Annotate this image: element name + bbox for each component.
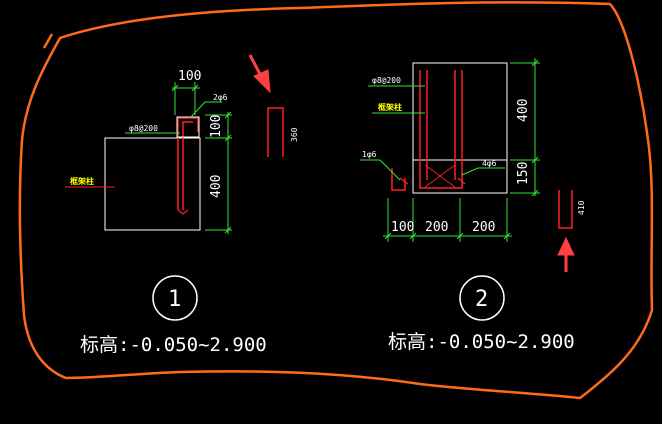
detail-2-number: 2 xyxy=(475,287,488,312)
leader-4phi6 xyxy=(461,167,505,176)
leader-1phi6 xyxy=(360,159,401,181)
bars-2phi6-label: 2φ6 xyxy=(213,93,228,102)
column-outline xyxy=(104,137,201,231)
markup-outline xyxy=(18,1,654,400)
dim-side-2-lower-label: 150 xyxy=(516,162,531,185)
bar-1phi6-label: 1φ6 xyxy=(362,150,377,159)
dim-bottom-2-a: 100 xyxy=(391,220,414,235)
bar-sketch-2 xyxy=(558,190,573,229)
column-1-label: 框架柱 xyxy=(70,176,94,186)
dim-side-1-upper-label: 100 xyxy=(209,115,224,138)
dim-top-1 xyxy=(171,82,200,115)
markup-outline-tick xyxy=(42,33,54,49)
detail-1: 100 2φ6 φ8@200 框架柱 100 400 360 xyxy=(65,54,299,356)
arrow-up-icon xyxy=(557,236,575,272)
stirrup-box-1 xyxy=(176,116,200,138)
bar-4phi6-label: 4φ6 xyxy=(482,159,497,168)
column-2-label: 框架柱 xyxy=(378,102,402,112)
lower-box-2 xyxy=(412,159,508,194)
rebar-1-tie xyxy=(177,209,189,215)
dim-top-1-label: 100 xyxy=(178,69,201,84)
dim-bottom-2-c: 200 xyxy=(472,220,495,235)
detail-1-number: 1 xyxy=(168,287,181,312)
detail-1-circle xyxy=(152,275,198,321)
detail-2: φ8@200 框架柱 1φ6 4φ6 400 150 xyxy=(360,58,586,353)
bar-sketch-1 xyxy=(267,107,284,157)
leader-2phi6 xyxy=(189,101,222,119)
stirrup-1-label: φ8@200 xyxy=(129,124,158,133)
detail-2-elevation: 标高:-0.050~2.900 xyxy=(388,331,575,353)
rebar-1 xyxy=(177,117,199,210)
arrow-icon xyxy=(248,54,271,94)
bar-length-1-label: 360 xyxy=(290,127,299,142)
dim-bottom-2 xyxy=(383,198,512,242)
rebar-2 xyxy=(391,70,463,191)
dim-side-1-lower-label: 400 xyxy=(209,175,224,198)
dim-side-1 xyxy=(205,111,232,234)
bar-length-2-label: 410 xyxy=(577,200,586,215)
dim-side-2 xyxy=(510,58,540,197)
dim-side-2-upper-label: 400 xyxy=(516,99,531,122)
stirrup-2-label: φ8@200 xyxy=(372,76,401,85)
dim-bottom-2-b: 200 xyxy=(425,220,448,235)
rebar-2-hook xyxy=(399,177,466,185)
detail-2-circle xyxy=(459,275,505,321)
detail-1-elevation: 标高:-0.050~2.900 xyxy=(80,334,267,356)
section-cross-2 xyxy=(424,164,456,188)
